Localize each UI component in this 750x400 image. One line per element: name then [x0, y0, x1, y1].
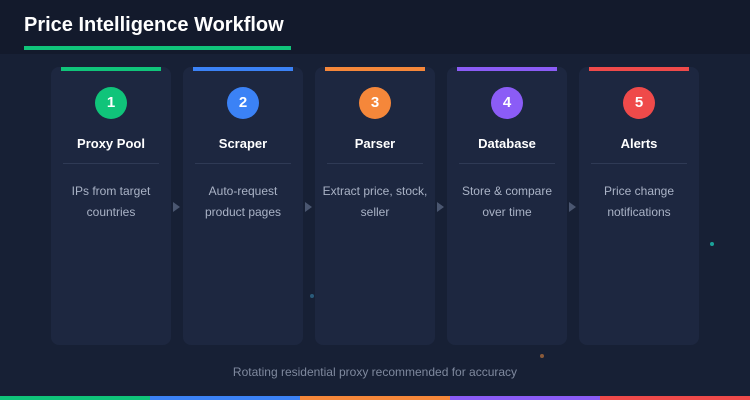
step-description: Extract price, stock, seller [322, 184, 428, 219]
step-card-5: 5 Alerts Price change notifications [579, 67, 699, 345]
step-title: Scraper [218, 136, 268, 151]
step-number-badge: 1 [95, 87, 127, 119]
card-accent-bar [325, 67, 425, 71]
card-accent-bar [589, 67, 689, 71]
arrow-right-icon [569, 202, 576, 212]
step-card-4: 4 Database Store & compare over time [447, 67, 567, 345]
step-card-2: 2 Scraper Auto-request product pages [183, 67, 303, 345]
arrow-right-icon [173, 202, 180, 212]
step-number-badge: 5 [623, 87, 655, 119]
arrow-right-icon [305, 202, 312, 212]
title-underline [24, 46, 291, 50]
step-title: Alerts [620, 136, 658, 151]
decor-dot [310, 294, 314, 298]
card-accent-bar [61, 67, 161, 71]
card-accent-bar [457, 67, 557, 71]
step-card-1: 1 Proxy Pool IPs from target countries [51, 67, 171, 345]
step-description: Store & compare over time [461, 184, 553, 219]
step-description: Auto-request product pages [204, 184, 282, 219]
header [0, 0, 750, 54]
step-title: Proxy Pool [77, 136, 145, 151]
step-title: Parser [354, 136, 396, 151]
divider [459, 163, 555, 164]
decor-dot [710, 242, 714, 246]
page-title: Price Intelligence Workflow [24, 14, 284, 36]
decor-dot [540, 354, 544, 358]
divider [591, 163, 687, 164]
step-title: Database [478, 136, 536, 151]
card-accent-bar [193, 67, 293, 71]
divider [195, 163, 291, 164]
divider [327, 163, 423, 164]
step-number-badge: 2 [227, 87, 259, 119]
step-number-badge: 4 [491, 87, 523, 119]
step-number-badge: 3 [359, 87, 391, 119]
footer-note: Rotating residential proxy recommended f… [232, 365, 518, 379]
step-description: IPs from target countries [71, 184, 151, 219]
bottom-color-bar [0, 396, 750, 400]
step-card-3: 3 Parser Extract price, stock, seller [315, 67, 435, 345]
divider [63, 163, 159, 164]
step-description: Price change notifications [603, 184, 675, 219]
arrow-right-icon [437, 202, 444, 212]
